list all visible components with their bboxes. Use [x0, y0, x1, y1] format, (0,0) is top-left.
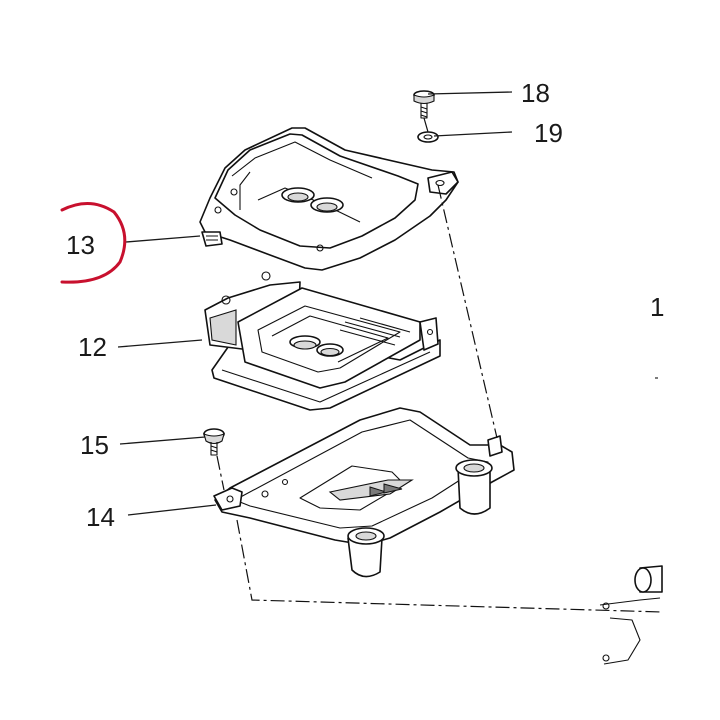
- leader-19: [433, 131, 513, 137]
- part-15-screw: [203, 428, 225, 456]
- part-18-screw: [413, 90, 435, 119]
- leader-13: [125, 235, 201, 243]
- callout-14: 14: [86, 502, 115, 532]
- callout-labels: 18 19 13 12 15 14 1: [66, 78, 664, 532]
- partial-part-right-edge: [599, 377, 663, 665]
- leader-lines: [117, 91, 513, 516]
- callout-12: 12: [78, 332, 107, 362]
- leader-18: [427, 91, 513, 95]
- part-12-ecu: [204, 271, 441, 411]
- callout-15: 15: [80, 430, 109, 460]
- assembly-lines: [216, 117, 663, 613]
- leader-15: [119, 436, 206, 445]
- leader-14: [127, 504, 217, 516]
- callout-19: 19: [534, 118, 563, 148]
- part-19-washer: [417, 131, 439, 143]
- callout-13: 13: [66, 230, 95, 260]
- leader-12: [117, 339, 203, 348]
- callout-18: 18: [521, 78, 550, 108]
- highlight-circle: [60, 202, 127, 284]
- part-13-cover: [199, 127, 459, 271]
- callout-edge-partial: 1: [650, 292, 664, 322]
- part-14-bracket: [213, 407, 515, 578]
